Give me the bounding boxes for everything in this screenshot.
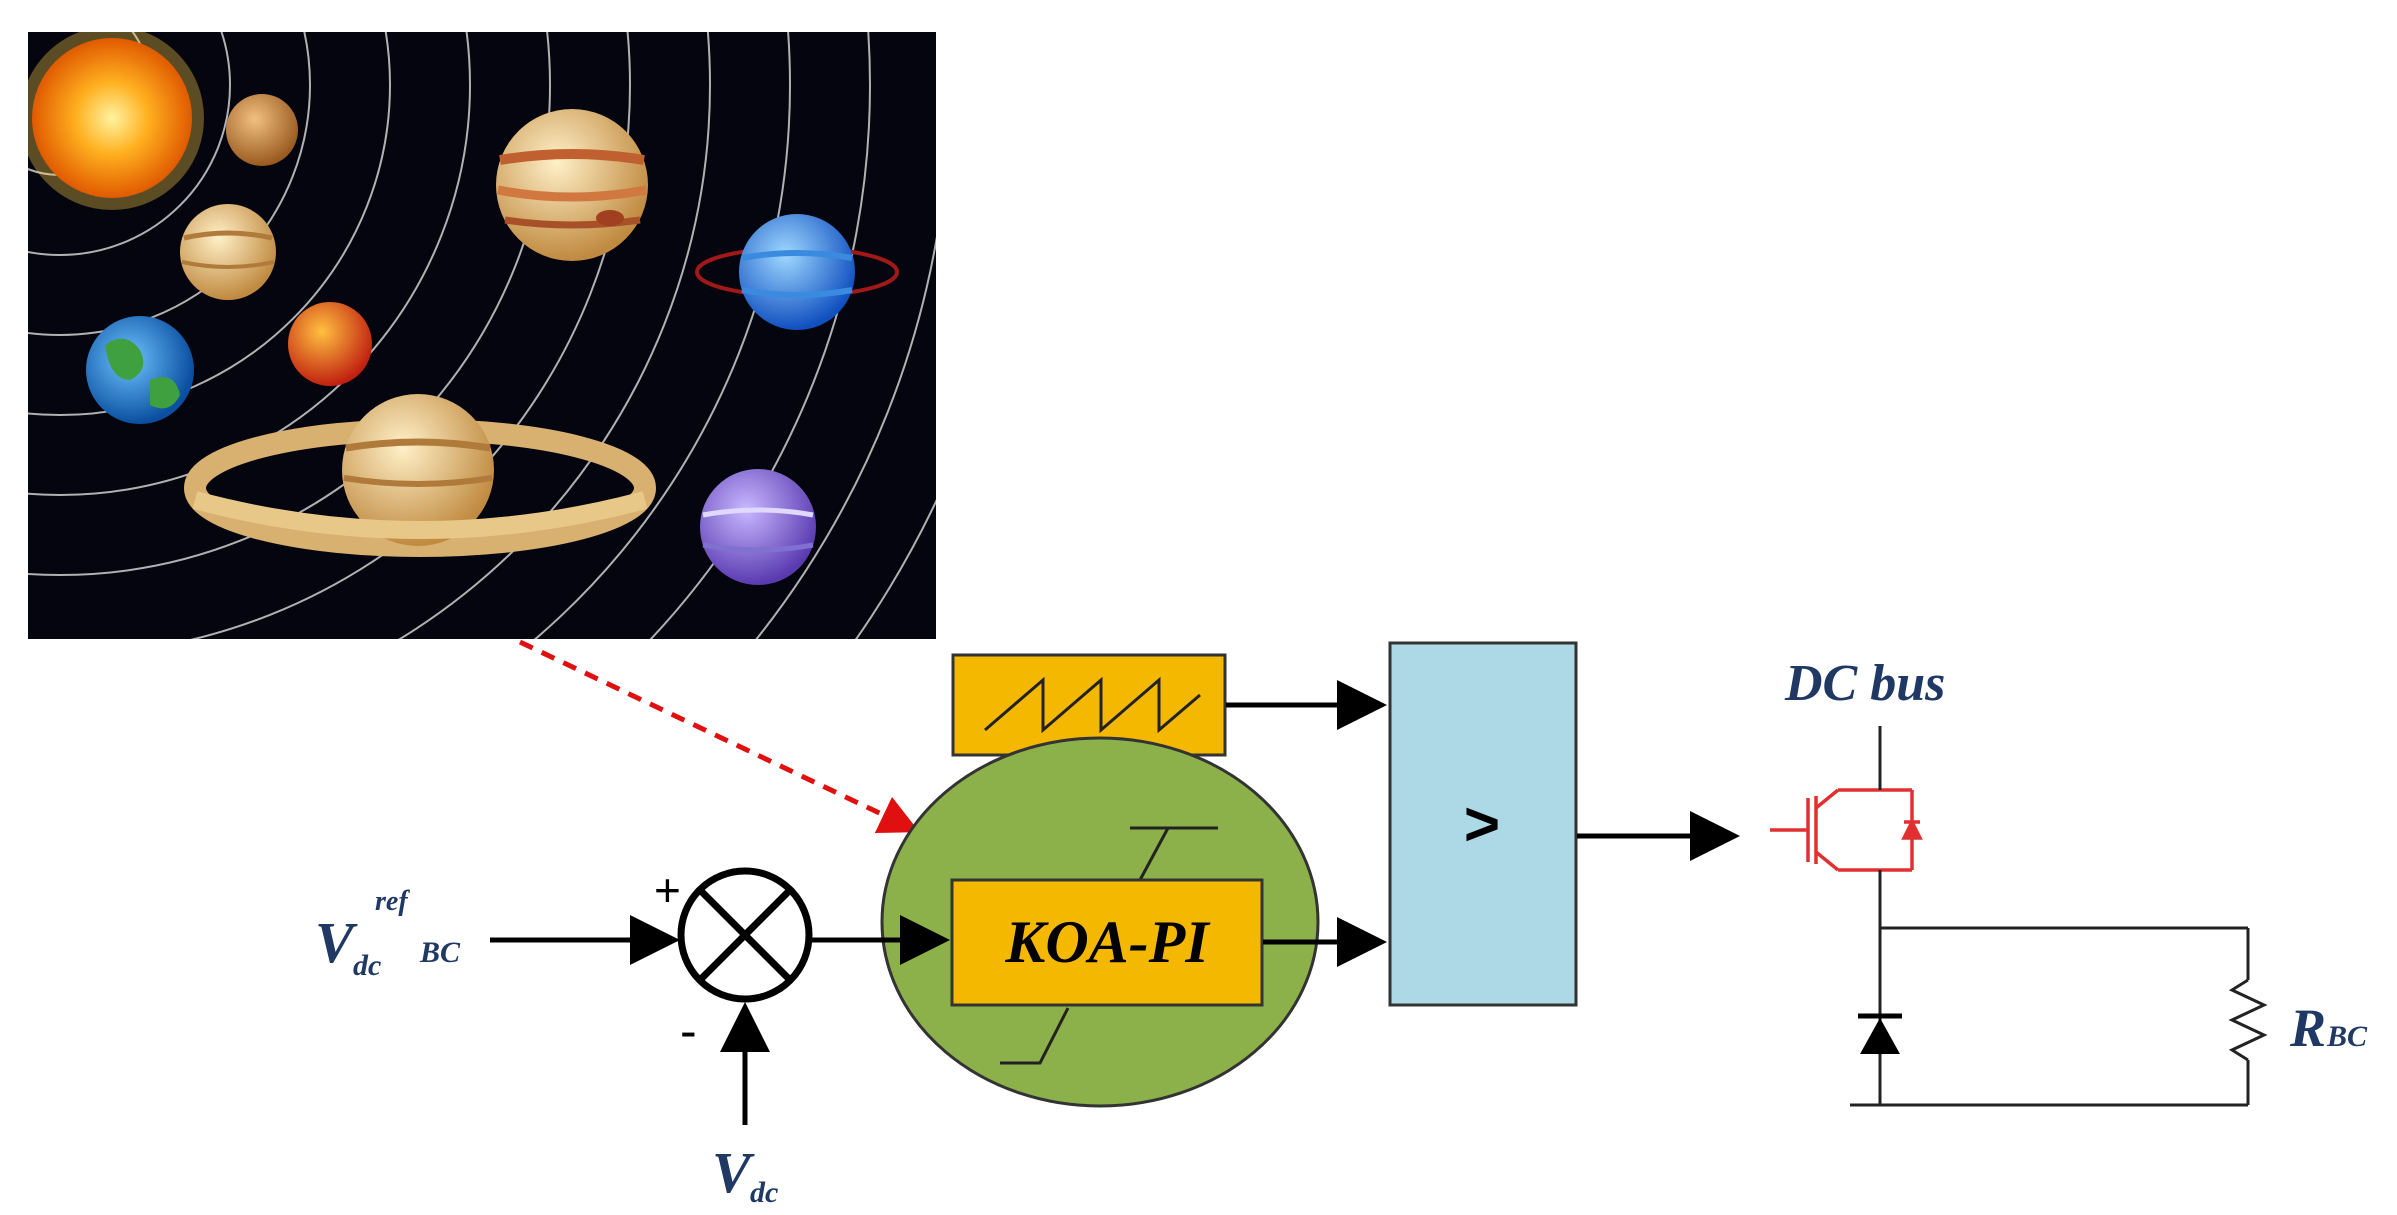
sawtooth-wave-icon <box>984 676 1201 734</box>
vdc-label: V dc <box>712 1140 778 1209</box>
orbit-lines <box>28 32 936 639</box>
diode-icon <box>1858 1013 1902 1054</box>
saturation-lower-icon <box>1000 1007 1070 1065</box>
sun-icon <box>28 32 204 210</box>
mars-icon <box>288 302 372 386</box>
plus-sign: + <box>654 864 681 916</box>
minus-sign: - <box>680 1003 697 1059</box>
solar-system-image <box>28 32 936 639</box>
koa-pi-controller-block: KOA-PI <box>950 878 1264 1007</box>
vref-label: V dc ref BC <box>315 886 461 982</box>
controller-label: KOA-PI <box>1004 909 1211 975</box>
venus-icon <box>180 204 276 300</box>
svg-text:V: V <box>315 910 358 975</box>
jupiter-icon <box>496 109 648 261</box>
dashed-optimization-arrow <box>518 639 920 834</box>
saturn-icon <box>184 394 656 557</box>
dc-bus-label: DC bus <box>1784 655 1945 712</box>
resistor-icon <box>2228 928 2268 1105</box>
uranus-icon <box>695 214 899 330</box>
svg-text:BC: BC <box>2326 1020 2368 1053</box>
saturation-upper-icon <box>1138 826 1215 881</box>
comparator-block: > <box>1388 641 1578 1007</box>
svg-text:V: V <box>712 1140 755 1205</box>
comparator-symbol: > <box>1464 790 1500 859</box>
svg-text:BC: BC <box>419 936 461 969</box>
summing-junction <box>677 867 813 1003</box>
svg-text:dc: dc <box>750 1176 778 1209</box>
earth-icon <box>86 316 194 424</box>
neptune-icon <box>700 469 816 585</box>
svg-text:dc: dc <box>353 949 381 982</box>
mercury-icon <box>226 94 298 166</box>
rbc-label: R BC <box>2289 998 2368 1058</box>
igbt-icon <box>1770 788 1923 872</box>
svg-text:R: R <box>2289 998 2326 1058</box>
svg-text:ref: ref <box>375 886 410 917</box>
